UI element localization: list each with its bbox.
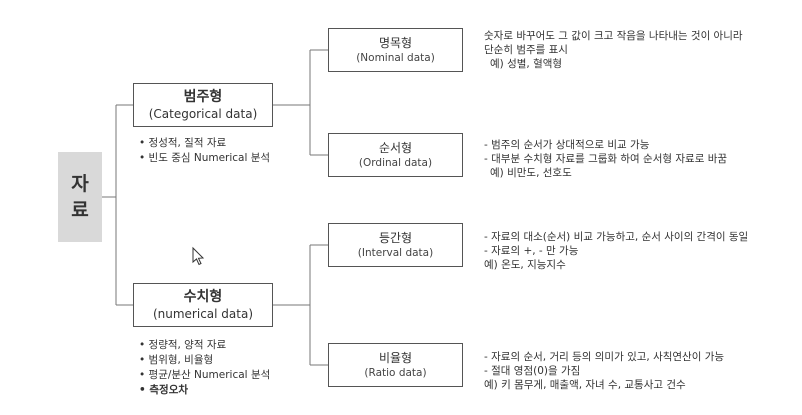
categorical-title: 범주형: [183, 88, 223, 105]
categorical-bullets: 정성적, 질적 자료 빈도 중심 Numerical 분석: [139, 136, 271, 166]
interval-title: 등간형: [378, 230, 413, 245]
nominal-title: 명목형: [378, 35, 413, 50]
bullet-item: 평균/분산 Numerical 분석: [139, 368, 271, 383]
categorical-subtitle: (Categorical data): [148, 106, 258, 121]
nominal-node: 명목형 (Nominal data): [328, 28, 463, 72]
ratio-node: 비율형 (Ratio data): [328, 343, 463, 387]
numerical-bullets: 정량적, 양적 자료 범위형, 비율형 평균/분산 Numerical 분석 측…: [139, 338, 271, 398]
numerical-node: 수치형 (numerical data): [133, 283, 273, 327]
categorical-node: 범주형 (Categorical data): [133, 83, 273, 127]
bullet-item: 빈도 중심 Numerical 분석: [139, 151, 271, 166]
bullet-item: 범위형, 비율형: [139, 353, 270, 368]
ordinal-description: - 범주의 순서가 상대적으로 비교 가능 - 대부분 수치형 자료를 그룹화 …: [484, 139, 728, 179]
numerical-subtitle: (numerical data): [152, 306, 254, 321]
bullet-item: 정성적, 질적 자료: [139, 136, 270, 151]
numerical-title: 수치형: [183, 288, 223, 305]
interval-description: - 자료의 대소(순서) 비교 가능하고, 순서 사이의 간격이 동일 - 자료…: [484, 231, 749, 271]
ordinal-node: 순서형 (Ordinal data): [328, 133, 463, 177]
bullet-item: 정량적, 양적 자료: [139, 338, 270, 353]
nominal-subtitle: (Nominal data): [356, 51, 435, 64]
bullet-item: 측정오차: [139, 383, 270, 398]
ordinal-subtitle: (Ordinal data): [358, 156, 433, 169]
interval-node: 등간형 (Interval data): [328, 223, 463, 267]
ratio-description: - 자료의 순서, 거리 등의 의미가 있고, 사칙연산이 가능 - 절대 영점…: [484, 351, 725, 391]
nominal-description: 숫자로 바꾸어도 그 값이 크고 작음을 나타내는 것이 아니라 단순히 범주를…: [484, 30, 743, 70]
root-node-data: 자 료: [58, 152, 102, 242]
ratio-subtitle: (Ratio data): [364, 366, 427, 379]
ordinal-title: 순서형: [378, 140, 413, 155]
interval-subtitle: (Interval data): [357, 246, 434, 259]
cursor-icon: [192, 246, 205, 266]
ratio-title: 비율형: [378, 350, 413, 365]
